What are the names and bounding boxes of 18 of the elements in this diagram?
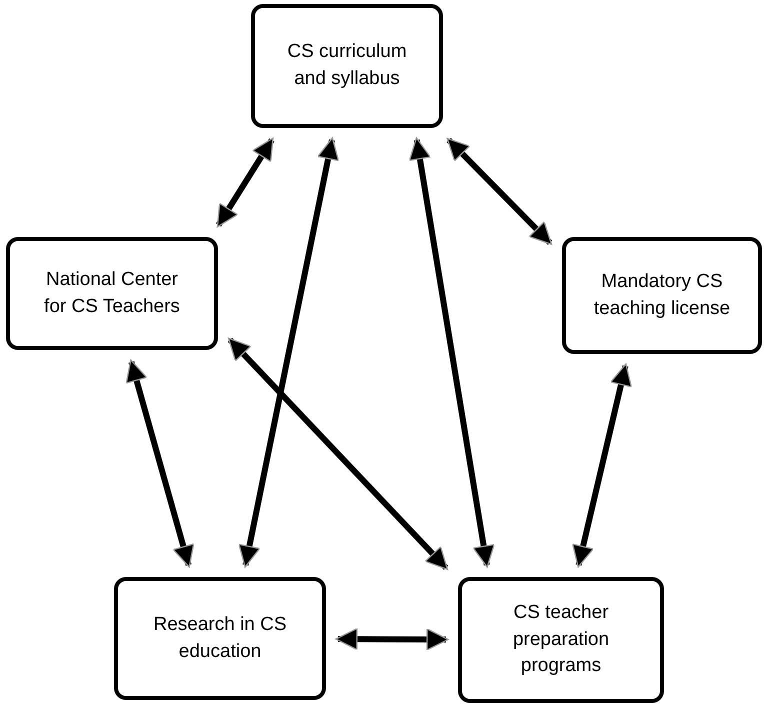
rounded-box xyxy=(114,577,326,700)
double-arrow xyxy=(572,363,632,568)
double-arrow xyxy=(408,137,495,568)
box-label: CS teacher preparation programs xyxy=(512,601,610,678)
double-arrow xyxy=(335,628,449,651)
box-label: National Center for CS Teachers xyxy=(43,268,181,318)
rounded-box xyxy=(6,237,218,350)
double-arrow xyxy=(238,137,340,568)
box-label: Mandatory CS teaching license xyxy=(592,270,732,320)
rounded-box xyxy=(251,4,443,128)
double-arrow xyxy=(216,138,274,228)
rounded-box xyxy=(562,237,762,354)
rounded-box xyxy=(458,577,664,703)
box-label: Research in CS education xyxy=(152,612,288,664)
double-arrow xyxy=(446,138,552,245)
double-arrow xyxy=(126,359,194,568)
box-label: CS curriculum and syllabus xyxy=(286,40,408,91)
double-arrow xyxy=(228,338,448,570)
